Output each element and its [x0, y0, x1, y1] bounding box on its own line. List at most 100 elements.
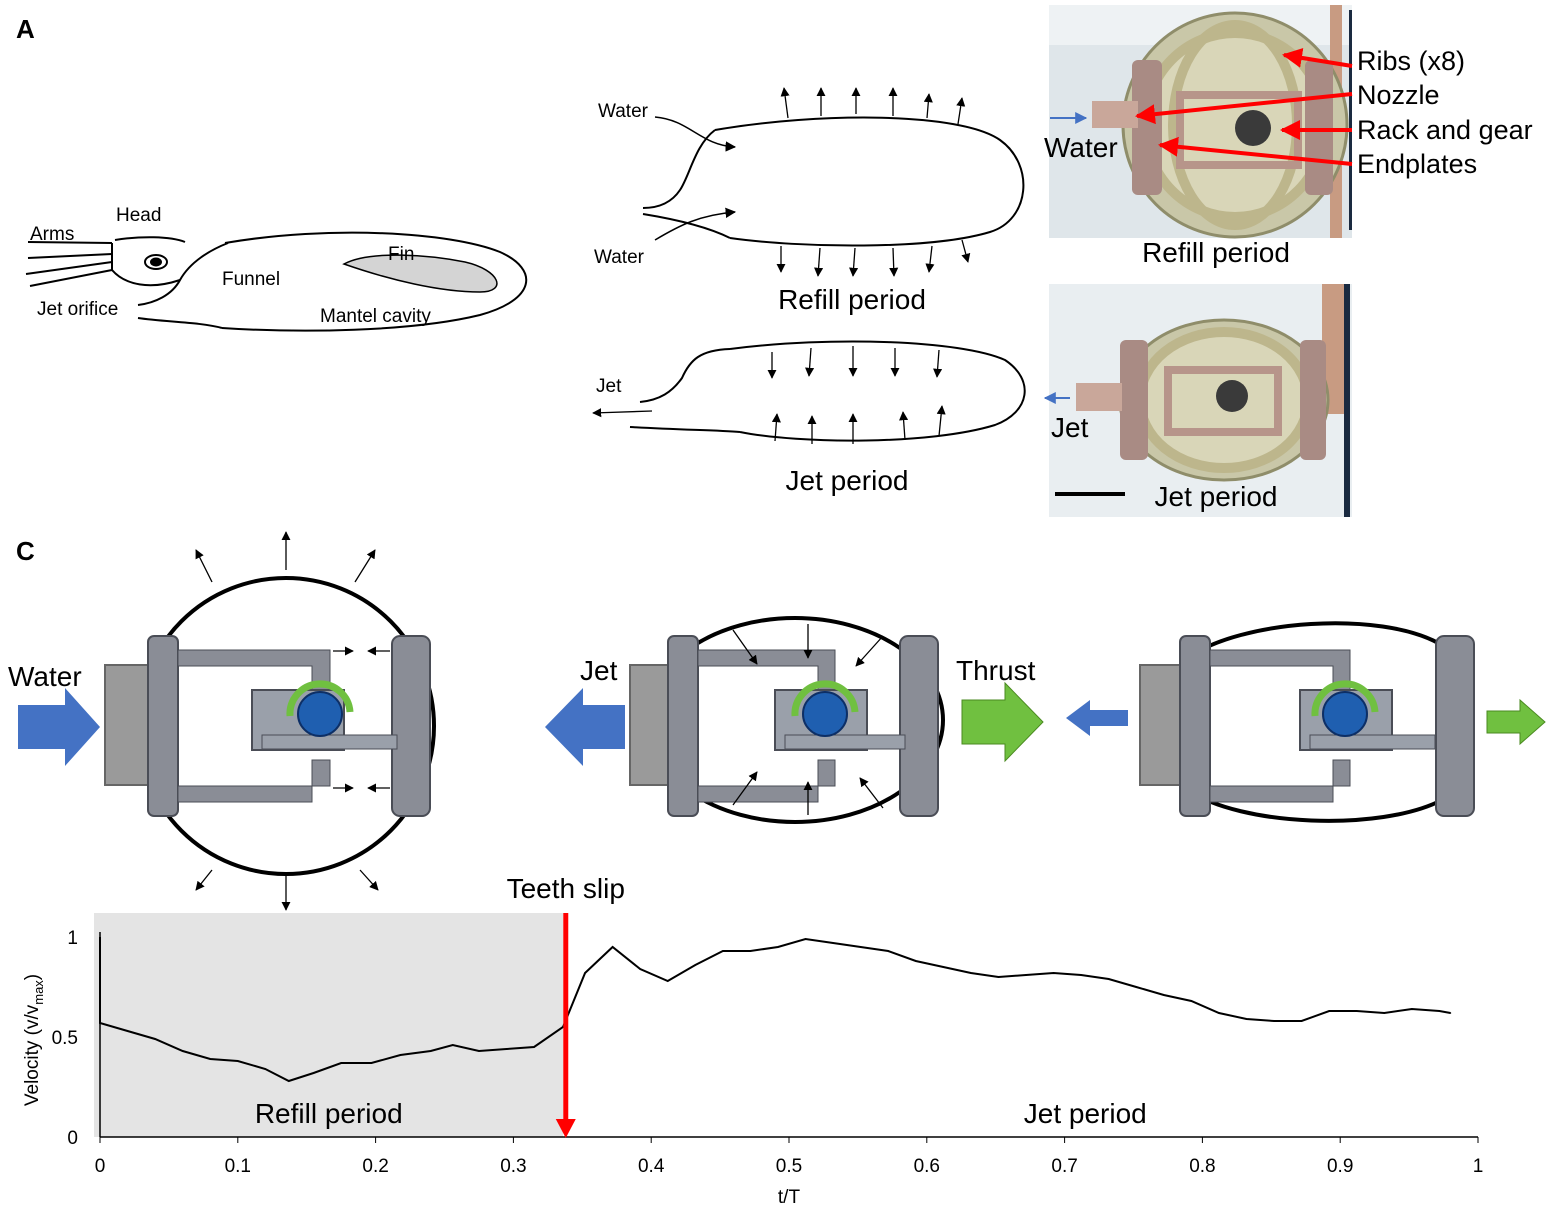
- velocity-point: [429, 1050, 432, 1052]
- panel-label-a: A: [16, 14, 35, 44]
- callout-rack-gear: Rack and gear: [1357, 115, 1533, 145]
- velocity-point: [942, 966, 945, 968]
- velocity-point: [533, 1046, 535, 1048]
- callout-nozzle: Nozzle: [1357, 80, 1440, 110]
- jet-label: Jet: [596, 376, 622, 397]
- velocity-point: [1245, 1018, 1248, 1020]
- y-tick-label: 1: [67, 928, 78, 949]
- photo-jet-label: Jet: [1051, 412, 1089, 443]
- x-tick-label: 0.1: [225, 1156, 251, 1177]
- velocity-point: [1190, 1000, 1193, 1002]
- robot-state-jet: [629, 616, 945, 824]
- refill-region-shade: [94, 913, 564, 1137]
- callout-ribs: Ribs (x8): [1357, 46, 1465, 76]
- velocity-chart: 0 0.1 0.2 0.3 0.4 0.5 0.6 0.7 0.8 0.9 1 0 0.5 1 Teet…: [22, 873, 1483, 1208]
- velocity-point: [611, 946, 614, 948]
- velocity-point: [1449, 1012, 1452, 1014]
- thrust-label: Thrust: [956, 655, 1036, 686]
- teeth-slip-arrowhead: [555, 1119, 576, 1138]
- velocity-point: [126, 1030, 129, 1032]
- y-tick-label: 0: [67, 1128, 78, 1149]
- jet-outflow-arrow: [592, 408, 653, 418]
- label-arms: Arms: [30, 224, 74, 245]
- velocity-point: [370, 1062, 373, 1064]
- refill-water-bottom-label: Water: [594, 247, 645, 268]
- velocity-point: [970, 972, 972, 974]
- chart-jet-label: Jet period: [1024, 1098, 1147, 1129]
- velocity-point: [1135, 986, 1138, 988]
- x-tick-label: 1: [1473, 1156, 1484, 1177]
- velocity-point: [1328, 1010, 1330, 1012]
- velocity-point: [722, 950, 724, 952]
- jet-contraction-arrows: [767, 346, 946, 444]
- y-axis-label: Velocity (v/vmax): [22, 974, 46, 1106]
- x-axis-label: t/T: [778, 1187, 801, 1208]
- velocity-point: [209, 1058, 212, 1060]
- velocity-point: [777, 946, 779, 948]
- squid-diagram: [25, 231, 528, 332]
- velocity-point: [859, 946, 862, 948]
- photo-water-label: Water: [1044, 132, 1118, 163]
- robot-state-refill: [104, 531, 436, 911]
- label-jet-orifice: Jet orifice: [37, 299, 118, 320]
- velocity-point: [1163, 994, 1165, 996]
- velocity-point: [804, 938, 807, 940]
- water-inflow-arrow: [18, 688, 100, 766]
- chart-refill-label: Refill period: [255, 1098, 403, 1129]
- velocity-point: [1300, 1020, 1303, 1022]
- velocity-series-line: [99, 937, 1451, 1083]
- panel-label-c: C: [16, 536, 35, 566]
- x-tick-label: 0.9: [1327, 1156, 1353, 1177]
- velocity-point: [181, 1050, 184, 1052]
- velocity-point: [237, 1060, 239, 1062]
- velocity-point: [99, 1022, 101, 1024]
- velocity-point: [694, 964, 697, 966]
- velocity-point: [1411, 1008, 1413, 1010]
- velocity-point: [914, 960, 917, 962]
- velocity-point: [399, 1054, 402, 1056]
- label-fin: Fin: [388, 244, 414, 265]
- photo-jet: [1049, 284, 1352, 517]
- refill-water-arrows: [654, 116, 737, 241]
- velocity-point: [1025, 974, 1027, 976]
- x-tick-label: 0.2: [362, 1156, 388, 1177]
- jet-period-caption: Jet period: [786, 465, 909, 496]
- callout-arrows: [1135, 48, 1353, 166]
- x-tick-label: 0.7: [1051, 1156, 1077, 1177]
- jet-outflow-big-arrow: [545, 688, 625, 766]
- velocity-point: [451, 1044, 454, 1046]
- photo-jet-caption: Jet period: [1155, 481, 1278, 512]
- x-tick-label: 0.8: [1189, 1156, 1215, 1177]
- velocity-point: [478, 1050, 480, 1052]
- velocity-point: [340, 1062, 342, 1064]
- velocity-point: [1355, 1010, 1358, 1012]
- label-head: Head: [116, 205, 161, 226]
- x-tick-label: 0: [95, 1156, 106, 1177]
- velocity-point: [1218, 1012, 1220, 1014]
- teeth-slip-label: Teeth slip: [507, 873, 625, 904]
- velocity-point: [1080, 974, 1082, 976]
- velocity-point: [832, 942, 834, 944]
- thrust-arrow: [961, 681, 1044, 763]
- x-tick-label: 0.5: [776, 1156, 802, 1177]
- x-tick-labels: 0 0.1 0.2 0.3 0.4 0.5 0.6 0.7 0.8 0.9 1: [95, 1137, 1484, 1177]
- refill-mantle-outline: [642, 116, 1025, 247]
- label-mantle-cavity: Mantel cavity: [320, 306, 431, 327]
- velocity-point: [749, 950, 752, 952]
- robot-state-relaxed: [1139, 621, 1475, 823]
- velocity-point: [154, 1038, 156, 1040]
- x-tick-label: 0.4: [638, 1156, 665, 1177]
- velocity-point: [1438, 1010, 1441, 1012]
- label-funnel: Funnel: [222, 269, 280, 290]
- velocity-point: [264, 1068, 267, 1070]
- velocity-point: [312, 1072, 315, 1074]
- velocity-point: [639, 968, 641, 970]
- callout-endplates: Endplates: [1357, 149, 1477, 179]
- water-inflow-label: Water: [8, 661, 82, 692]
- photo-refill: [1049, 5, 1352, 239]
- x-tick-label: 0.3: [500, 1156, 526, 1177]
- x-tick-label: 0.6: [914, 1156, 940, 1177]
- y-tick-label: 0.5: [52, 1028, 78, 1049]
- velocity-point: [887, 950, 890, 952]
